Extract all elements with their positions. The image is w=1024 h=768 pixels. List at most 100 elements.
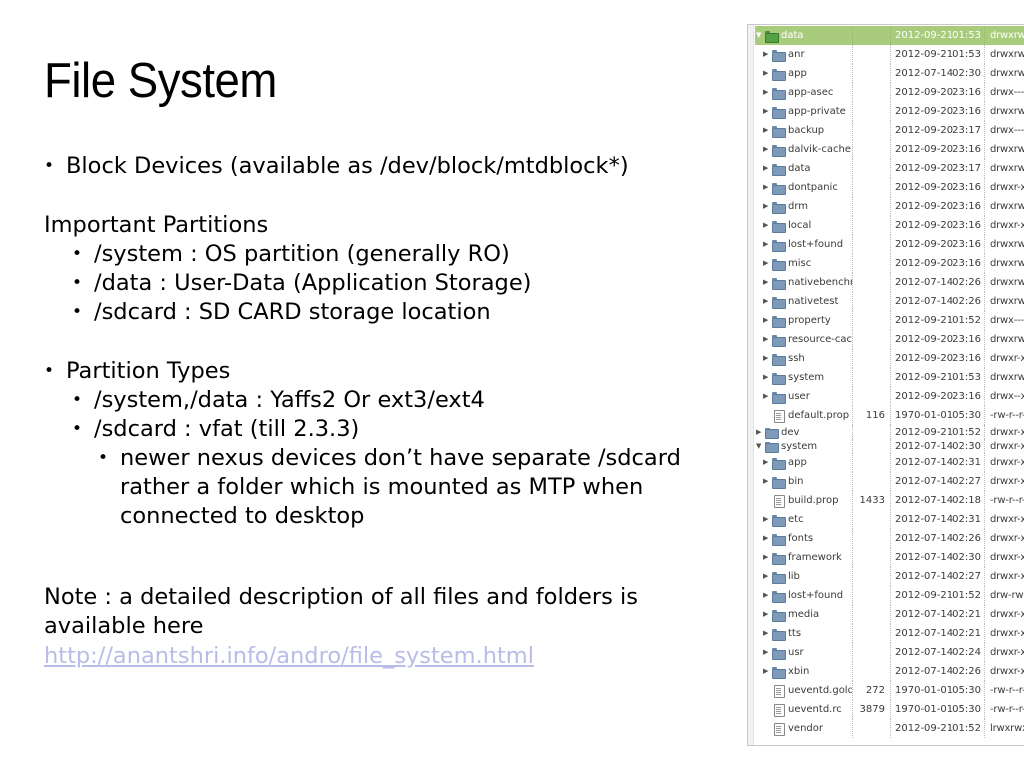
file-permissions-cell: drwx------ — [990, 87, 1024, 98]
chevron-right-icon[interactable]: ▶ — [763, 107, 769, 115]
chevron-right-icon[interactable]: ▶ — [763, 278, 769, 286]
file-time-cell: 02:30 — [951, 439, 985, 453]
bullet-dot-icon: • — [44, 361, 55, 381]
file-icon — [772, 495, 785, 508]
chevron-right-icon[interactable]: ▶ — [763, 515, 769, 523]
file-name-label: default.prop — [788, 410, 850, 421]
chevron-right-icon[interactable]: ▶ — [763, 648, 769, 656]
bullet-dot-icon: • — [72, 419, 83, 439]
folder-icon — [772, 68, 786, 81]
table-row[interactable]: ▶nativebenchmark2012-07-1402:26drwxrwx--… — [755, 273, 1024, 292]
chevron-right-icon[interactable]: ▶ — [763, 553, 769, 561]
chevron-right-icon[interactable]: ▶ — [763, 145, 769, 153]
chevron-right-icon[interactable]: ▶ — [763, 629, 769, 637]
chevron-right-icon[interactable]: ▶ — [763, 297, 769, 305]
chevron-right-icon[interactable]: ▶ — [763, 259, 769, 267]
file-tree-rows[interactable]: ▼data2012-09-2101:53drwxrwx--x▶anr2012-0… — [755, 26, 1024, 745]
chevron-right-icon[interactable]: ▶ — [763, 572, 769, 580]
file-name-label: app — [788, 457, 807, 468]
file-row-name-cell: ▶app — [755, 64, 853, 83]
chevron-right-icon[interactable]: ▶ — [763, 240, 769, 248]
file-date-cell: 2012-09-21 — [895, 30, 954, 41]
chevron-right-icon[interactable]: ▶ — [763, 316, 769, 324]
file-row-name-cell: ▶fonts — [755, 529, 853, 548]
file-date-cell: 2012-07-14 — [895, 296, 954, 307]
folder-icon — [772, 533, 786, 546]
chevron-right-icon[interactable]: ▶ — [763, 610, 769, 618]
file-size-cell — [853, 235, 891, 254]
chevron-right-icon[interactable]: ▶ — [763, 69, 769, 77]
file-size-cell — [853, 472, 891, 491]
folder-icon — [772, 391, 786, 404]
chevron-right-icon[interactable]: ▶ — [763, 667, 769, 675]
chevron-right-icon[interactable]: ▶ — [763, 88, 769, 96]
table-row[interactable]: ▶ueventd.goldfish.rc2721970-01-0105:30-r… — [755, 681, 1024, 700]
chevron-right-icon[interactable]: ▶ — [763, 126, 769, 134]
chevron-right-icon[interactable]: ▶ — [763, 392, 769, 400]
chevron-right-icon[interactable]: ▶ — [763, 373, 769, 381]
file-time-cell: 02:18 — [951, 491, 985, 510]
note-link[interactable]: http://anantshri.info/andro/file_system.… — [44, 643, 534, 669]
chevron-right-icon[interactable]: ▶ — [763, 477, 769, 485]
chevron-down-icon[interactable]: ▼ — [756, 31, 762, 39]
chevron-right-icon[interactable]: ▶ — [763, 458, 769, 466]
chevron-right-icon[interactable]: ▶ — [763, 50, 769, 58]
file-date-cell: 2012-07-14 — [895, 609, 954, 620]
file-date-cell: 2012-09-21 — [895, 426, 954, 438]
chevron-down-icon[interactable]: ▼ — [756, 441, 762, 450]
list-item: • Block Devices (available as /dev/block… — [44, 152, 744, 181]
chevron-right-icon[interactable]: ▶ — [763, 164, 769, 172]
chevron-right-icon[interactable]: ▶ — [763, 335, 769, 343]
chevron-right-icon[interactable]: ▶ — [763, 591, 769, 599]
chevron-right-icon[interactable]: ▶ — [763, 183, 769, 191]
file-date-cell: 2012-07-14 — [895, 68, 954, 79]
chevron-right-icon[interactable]: ▶ — [763, 354, 769, 362]
file-row-name-cell: ▶ app — [755, 453, 853, 472]
chevron-right-icon[interactable]: ▶ — [763, 202, 769, 210]
file-permissions-cell: drwxr-xr-x — [990, 514, 1024, 525]
chevron-right-icon[interactable]: ▶ — [763, 221, 769, 229]
chevron-right-icon[interactable]: ▶ — [763, 534, 769, 542]
file-name-label: bin — [788, 476, 804, 487]
chevron-right-icon[interactable]: ▶ — [756, 427, 762, 436]
file-row-name-cell: ▶dontpanic — [755, 178, 853, 197]
file-permissions-cell: drwxr-xr-x — [990, 647, 1024, 658]
file-tree-panel[interactable]: ▼data2012-09-2101:53drwxrwx--x▶anr2012-0… — [747, 24, 1024, 746]
table-row[interactable]: ▶default.prop1161970-01-0105:30-rw-r--r-… — [755, 406, 1024, 425]
